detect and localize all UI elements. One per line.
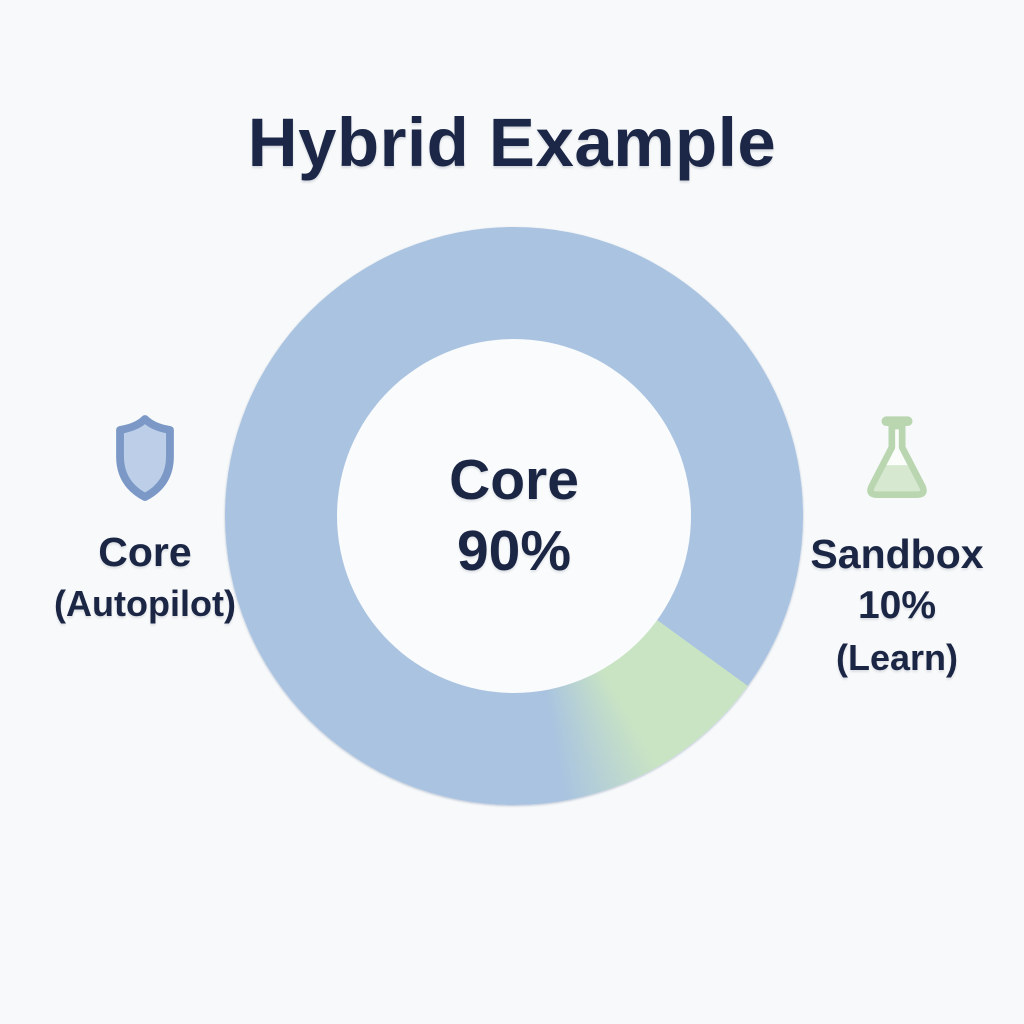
donut-chart: Core 90% [225, 227, 803, 805]
center-label-value: 90% [456, 519, 572, 583]
legend-core: Core (Autopilot) [33, 414, 257, 629]
donut-center: Core 90% [337, 339, 691, 693]
legend-sandbox: Sandbox 10% (Learn) [785, 412, 1009, 683]
chart-title: Hybrid Example [247, 104, 777, 181]
legend-sandbox-label: Sandbox [810, 531, 984, 577]
legend-sandbox-qualifier: (Learn) [835, 637, 958, 678]
legend-sandbox-value: 10% [857, 584, 937, 627]
shield-icon [116, 415, 174, 501]
center-label-name: Core [449, 448, 579, 512]
legend-core-label: Core [98, 529, 192, 575]
legend-core-qualifier: (Autopilot) [54, 583, 236, 624]
flask-icon [867, 416, 927, 499]
